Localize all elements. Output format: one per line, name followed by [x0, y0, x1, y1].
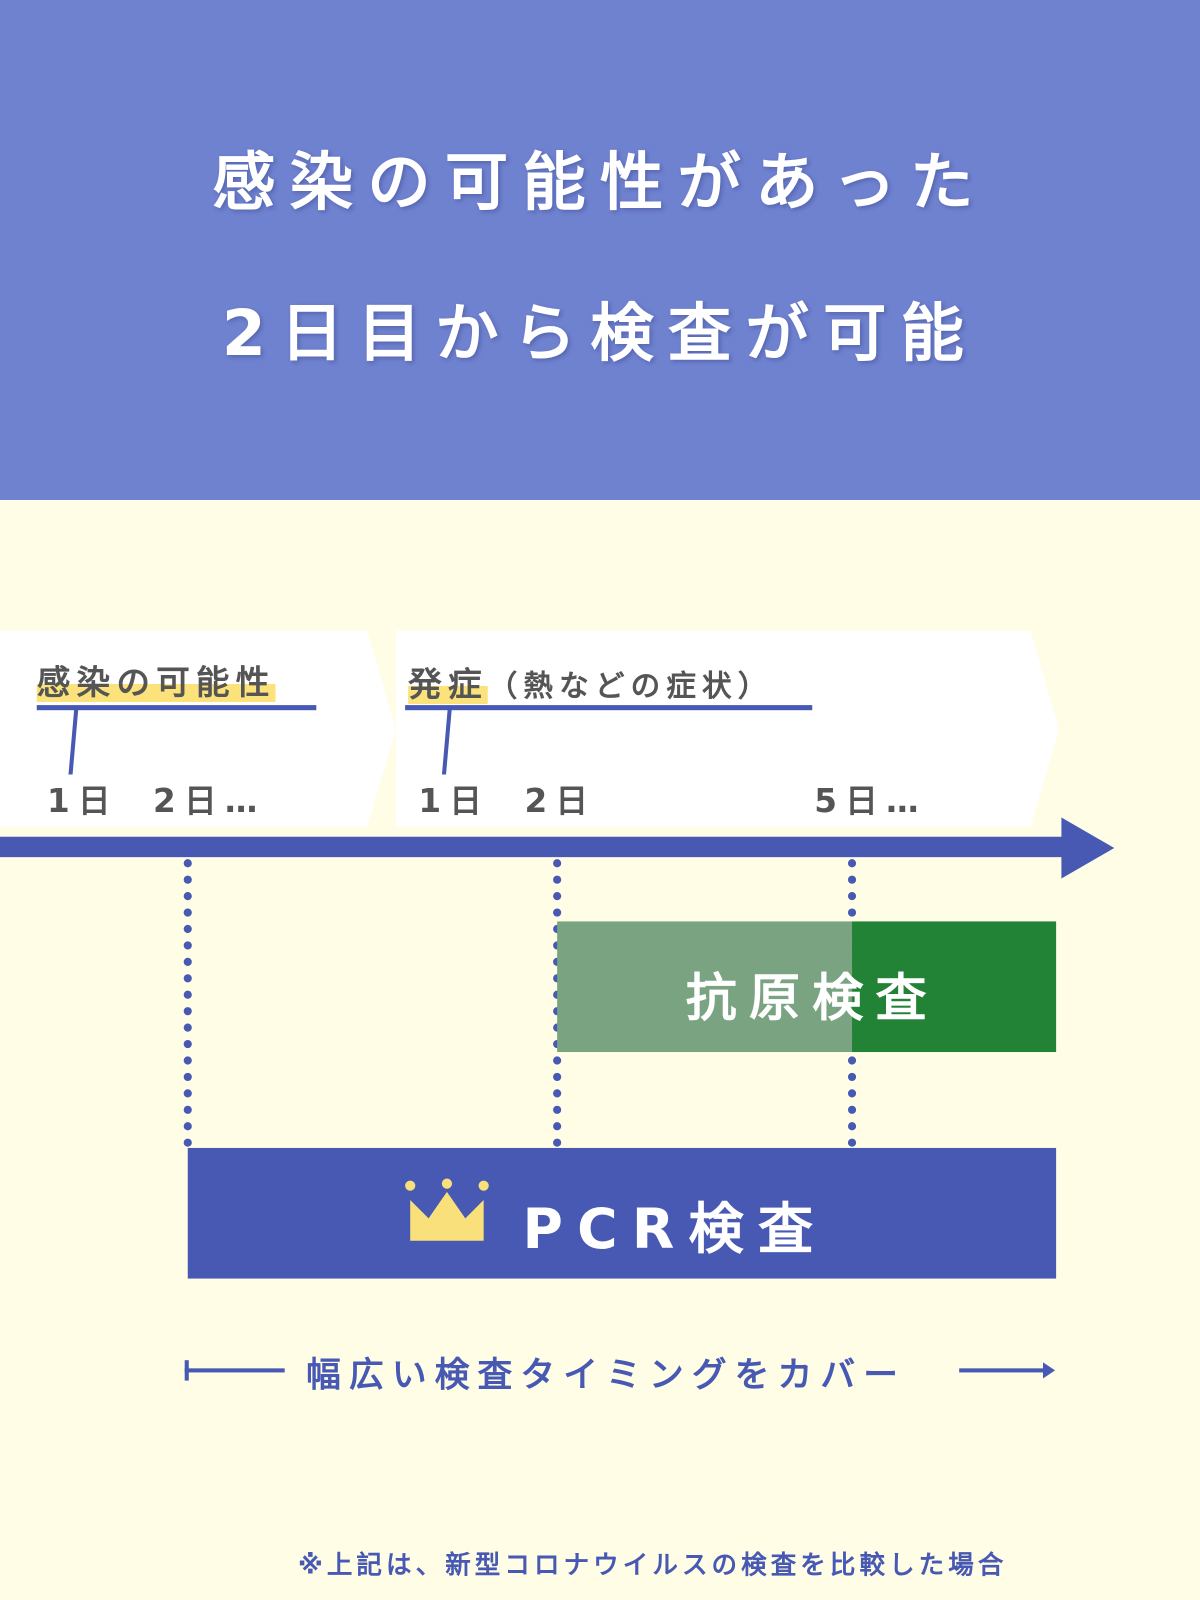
pcr-test-label: PCR検査	[522, 1196, 828, 1262]
day-label: 5日…	[814, 781, 927, 821]
antigen-range-optimal	[852, 921, 1057, 1053]
pcr-range	[187, 1147, 1057, 1279]
day-label: 1日	[418, 781, 491, 821]
phase-onset-chevron	[395, 630, 1060, 827]
day-label: 1日	[46, 781, 119, 821]
underline	[36, 705, 317, 711]
timeline-arrowhead-icon	[1061, 817, 1115, 879]
coverage-right-line	[959, 1368, 1049, 1373]
timeline-arrow-shaft	[0, 836, 1067, 858]
day-label: 2日	[524, 781, 597, 821]
underline	[405, 705, 813, 711]
coverage-caption: 幅広い検査タイミングをカバー	[306, 1355, 907, 1396]
coverage-arrowhead-icon	[1042, 1362, 1056, 1379]
phase-onset-label: 発症（熱などの症状）	[408, 664, 774, 705]
antigen-range-early	[557, 921, 853, 1053]
headline-line2: 2日目から検査が可能	[221, 295, 979, 371]
headline-line1: 感染の可能性があった	[212, 144, 988, 220]
antigen-test-label: 抗原検査	[685, 968, 939, 1028]
footnote: ※上記は、新型コロナウイルスの検査を比較した場合	[297, 1549, 1008, 1580]
day-label: 2日…	[153, 781, 266, 821]
guide-dotted-line	[183, 859, 192, 1147]
crown-icon	[405, 1178, 489, 1241]
coverage-left-line	[184, 1368, 285, 1373]
header-banner	[0, 0, 1200, 500]
phase-infection-label: 感染の可能性	[36, 662, 276, 703]
